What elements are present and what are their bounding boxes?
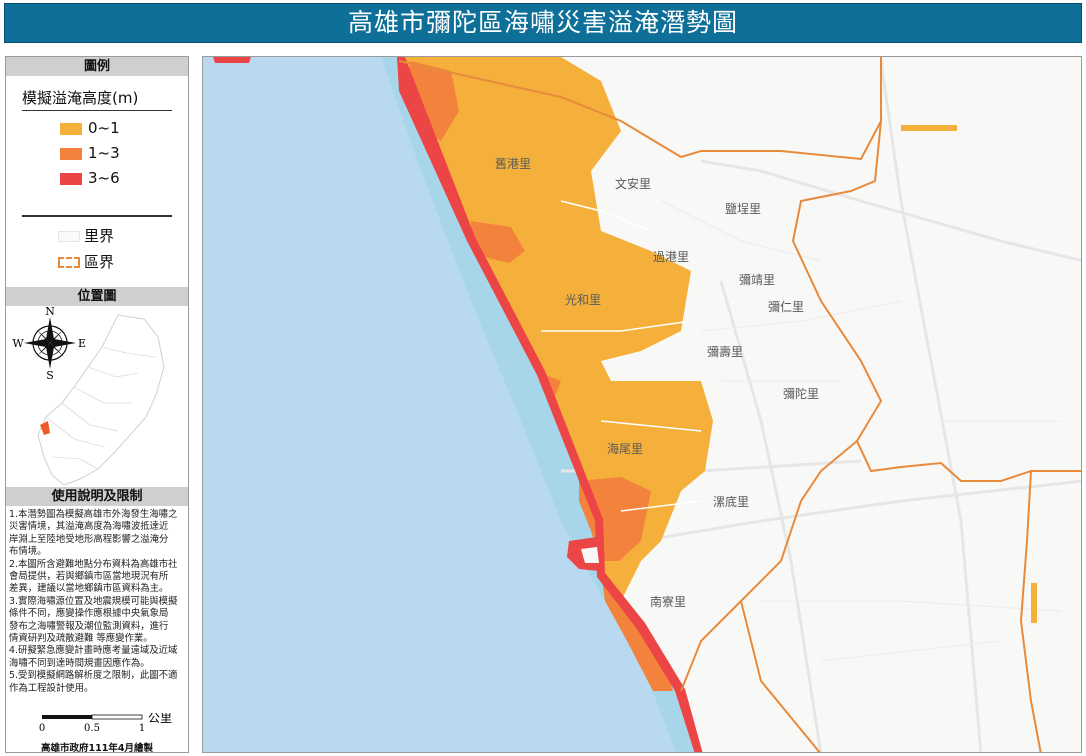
legend-class-2: 1~3 (60, 144, 120, 162)
compass-s: S (46, 369, 54, 382)
map-canvas: 舊港里 文安里 鹽埕里 過港里 彌靖里 彌仁里 光和里 彌壽里 彌陀里 海尾里 … (203, 57, 1081, 752)
legend-village-boundary: 里界 (58, 225, 114, 246)
village-label: 南寮里 (650, 594, 686, 609)
note-line: 布情境。 (9, 546, 47, 558)
map-credit: 高雄市政府111年4月繪製 (41, 743, 153, 754)
usage-notes: 1.本潛勢圖為模擬高雄市外海發生海嘯之 災害情境，其溢淹高度為海嘯波抵達近 岸淵… (9, 509, 187, 695)
scale-tick-2: 1 (139, 723, 145, 734)
scale-bar: 0 0.5 1 公里 (39, 713, 172, 734)
village-label: 舊港里 (495, 156, 531, 171)
flood-patch-east (901, 125, 957, 131)
near-shore-water (381, 57, 701, 752)
legend-subtitle: 模擬溢淹高度(m) (22, 87, 172, 111)
note-line: 5.受到模擬網路解析度之限制，此圖不適 (9, 670, 178, 682)
note-line: 災害情境，其溢淹高度為海嘯波抵達近 (9, 521, 169, 533)
village-label: 過港里 (653, 250, 689, 264)
kaohsiung-outline (37, 314, 165, 485)
village-label: 彌靖里 (739, 273, 775, 287)
compass-rose-icon (24, 317, 76, 369)
legend-class-3: 3~6 (60, 169, 120, 187)
legend-class-1: 0~1 (60, 119, 120, 137)
village-boundary-swatch (58, 231, 80, 242)
flood-zone-1-3-mid (471, 221, 525, 263)
legend-swatch-1 (60, 122, 82, 135)
village-label: 彌陀里 (783, 386, 819, 401)
legend-class-1-label: 0~1 (88, 119, 120, 137)
note-line: 發布之海嘯警報及潮位監測資料，進行 (9, 620, 169, 632)
sea-area (203, 57, 701, 752)
legend-class-2-label: 1~3 (88, 144, 120, 162)
note-line: 2.本圖所含避難地點分布資料為高雄市社 (9, 558, 178, 570)
note-line: 條件不同，應變操作應根據中央氣象局 (9, 608, 169, 620)
district-boundary-swatch (58, 257, 80, 268)
harbor-basin (581, 547, 599, 563)
note-line: 1.本潛勢圖為模擬高雄市外海發生海嘯之 (9, 509, 178, 520)
village-label: 彌壽里 (707, 344, 743, 359)
legend-divider (22, 215, 172, 217)
location-map: N S W E (12, 307, 165, 485)
legend-swatch-2 (60, 147, 82, 160)
legend-header: 圖例 (6, 57, 188, 76)
village-boundary-label: 里界 (84, 227, 115, 245)
scale-unit: 公里 (148, 713, 172, 725)
village-label: 彌仁里 (768, 300, 804, 314)
map-title: 高雄市彌陀區海嘯災害溢淹潛勢圖 (347, 8, 738, 37)
note-line: 作為工程設計使用。 (9, 682, 94, 694)
note-line: 情資研判及疏散避難 等應變作業。 (9, 633, 153, 645)
scale-tick-0: 0 (39, 723, 45, 734)
compass-e: E (78, 337, 86, 350)
note-line: 3.實際海嘯源位置及地震規模可能與模擬 (9, 595, 178, 607)
compass-w: W (12, 337, 24, 350)
flood-zone-3-6-coastline (397, 57, 703, 752)
mituo-location-marker (40, 421, 50, 435)
village-label: 文安里 (615, 176, 651, 191)
notes-header: 使用說明及限制 (6, 487, 188, 506)
location-header: 位置圖 (6, 287, 188, 306)
note-line: 岸淵上至陸地受地形高程影響之溢淹分 (9, 533, 169, 545)
side-panel: 圖例 模擬溢淹高度(m) 0~1 1~3 3~6 里界 區界 位置圖 (5, 56, 189, 754)
legend-swatch-3 (60, 172, 82, 185)
note-line: 差異，建議以當地鄉鎮市區資料為主。 (9, 583, 169, 595)
flood-zone-3-6-corner (213, 57, 251, 63)
village-label: 漯底里 (713, 494, 749, 509)
district-boundary (398, 57, 1081, 752)
flood-patch-southeast (1031, 583, 1037, 623)
village-label: 鹽埕里 (725, 201, 761, 216)
legend-class-3-label: 3~6 (88, 169, 120, 187)
village-label: 光和里 (565, 293, 601, 307)
note-line: 4.研擬緊急應變計畫時應考量遠域及近域 (9, 645, 178, 657)
title-bar: 高雄市彌陀區海嘯災害溢淹潛勢圖 (4, 3, 1082, 43)
minor-roads (660, 200, 1062, 662)
note-line: 會局提供，若與鄉鎮市區當地現況有所 (9, 571, 169, 583)
map-frame: 舊港里 文安里 鹽埕里 過港里 彌靖里 彌仁里 光和里 彌壽里 彌陀里 海尾里 … (202, 56, 1082, 753)
note-line: 海嘯不同到達時間規畫因應作為。 (9, 657, 150, 669)
village-boundaries (541, 200, 702, 512)
district-boundary-label: 區界 (84, 253, 115, 271)
village-label: 海尾里 (607, 441, 643, 456)
legend-district-boundary: 區界 (58, 251, 114, 272)
compass-n: N (45, 307, 55, 318)
flood-zone-0-1 (399, 57, 713, 601)
scale-tick-1: 0.5 (84, 723, 100, 734)
